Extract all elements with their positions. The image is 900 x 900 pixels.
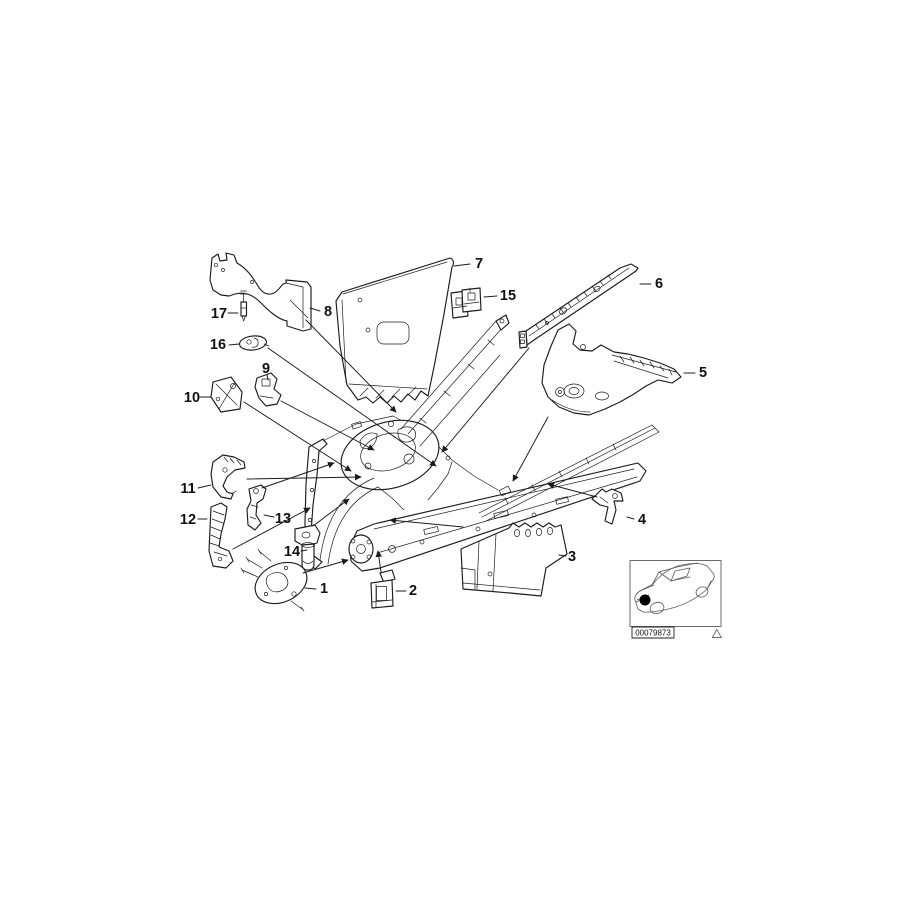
- part-17-drawing: [240, 290, 248, 322]
- part-4-drawing: [591, 488, 624, 525]
- part-label-13[interactable]: 13: [275, 511, 291, 527]
- part-5-drawing: [541, 323, 682, 416]
- part-label-11[interactable]: 11: [180, 481, 195, 497]
- part-label-3[interactable]: 3: [568, 549, 576, 565]
- image-code-box: [631, 626, 675, 639]
- part-16-drawing: [238, 335, 270, 351]
- part-9-drawing: [254, 372, 282, 407]
- part-3-drawing: [460, 522, 568, 597]
- part-label-17[interactable]: 17: [211, 306, 227, 322]
- leader-lines: [197, 263, 696, 592]
- part-label-16[interactable]: 16: [210, 337, 226, 353]
- part-label-8[interactable]: 8: [324, 304, 332, 320]
- part-label-10[interactable]: 10: [184, 390, 200, 406]
- part-label-12[interactable]: 12: [180, 512, 196, 528]
- part-8-drawing: [209, 252, 312, 332]
- part-label-2[interactable]: 2: [409, 583, 417, 599]
- part-label-7[interactable]: 7: [475, 256, 483, 272]
- car-outline: [634, 562, 715, 615]
- part-label-6[interactable]: 6: [655, 276, 663, 292]
- part-label-4[interactable]: 4: [638, 512, 646, 528]
- part-11-drawing: [210, 454, 246, 500]
- part-15-drawing: [450, 287, 482, 319]
- inset-frame: [629, 560, 722, 627]
- part-12-drawing: [208, 502, 234, 569]
- part-6-drawing: [518, 263, 639, 349]
- part-label-15[interactable]: 15: [500, 288, 516, 304]
- part-location-marker: [639, 594, 651, 606]
- warning-triangle-icon: [711, 629, 722, 638]
- part-label-9[interactable]: 9: [262, 361, 270, 377]
- part-2-drawing: [370, 569, 396, 609]
- part-label-14[interactable]: 14: [284, 544, 300, 560]
- part-10-drawing: [210, 376, 243, 413]
- part-13-drawing: [246, 484, 267, 531]
- part-7-drawing: [335, 257, 455, 404]
- image-code: 00079873: [635, 629, 671, 638]
- part-label-1[interactable]: 1: [320, 581, 328, 597]
- car-location-inset: 00079873: [629, 560, 722, 639]
- part-label-5[interactable]: 5: [699, 365, 707, 381]
